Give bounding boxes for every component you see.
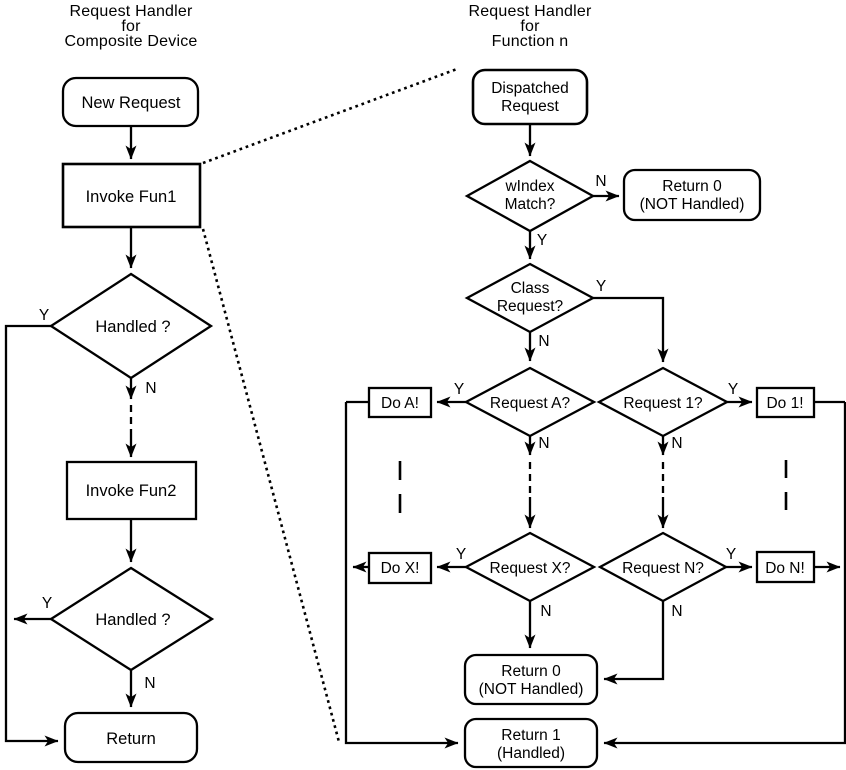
callout-dotted-line-top <box>202 67 458 165</box>
right-chart-title-line2: for <box>520 18 540 35</box>
branch-label-no: N <box>671 603 682 620</box>
node-dispatched-request-line1: Dispatched <box>491 80 569 97</box>
node-class-request-line2: Request? <box>497 298 564 315</box>
node-return0-bottom-line2: (NOT Handled) <box>479 681 584 698</box>
branch-label-no: N <box>538 435 549 452</box>
node-handled-1-label: Handled ? <box>95 318 170 336</box>
branch-label-no: N <box>671 435 682 452</box>
callout-dotted-line-bottom <box>201 228 341 743</box>
node-do-1 <box>755 386 816 419</box>
node-do-a <box>367 386 433 419</box>
branch-label-yes: Y <box>726 546 736 563</box>
edge-right-collector-to-return1 <box>603 402 846 749</box>
branch-label-yes: Y <box>596 278 606 295</box>
branch-label-yes: Y <box>728 381 738 398</box>
node-return1-line1: Return 1 <box>501 727 560 744</box>
branch-label-no: N <box>595 173 606 190</box>
node-request-n-label: Request N? <box>622 560 704 577</box>
node-dispatched-request-line2: Request <box>501 98 559 115</box>
node-handled-2-label: Handled ? <box>95 611 170 629</box>
edge-handled1-yes-to-return <box>4 324 59 747</box>
node-windex-match-line1: wIndex <box>504 178 554 195</box>
left-chart-title-line3: Composite Device <box>64 33 197 50</box>
node-do-x <box>367 551 433 585</box>
node-invoke-fun1 <box>61 162 202 229</box>
node-return1 <box>463 717 599 769</box>
node-request-1-label: Request 1? <box>623 395 703 412</box>
node-invoke-fun1-label: Invoke Fun1 <box>86 188 177 206</box>
node-do-a-label: Do A! <box>381 395 419 412</box>
branch-label-yes: Y <box>39 307 49 324</box>
node-request-a-label: Request A? <box>490 395 571 412</box>
node-windex-match-line2: Match? <box>505 196 556 213</box>
node-return1-line2: (Handled) <box>497 745 565 762</box>
left-chart: Request Handler for Composite Device New… <box>4 3 215 764</box>
right-chart-title-line1: Request Handler <box>468 3 592 20</box>
node-return0-bottom <box>463 653 599 706</box>
branch-label-yes: Y <box>454 381 464 398</box>
node-return0-top <box>622 168 762 222</box>
left-chart-title-line1: Request Handler <box>69 3 193 20</box>
node-dispatched-request <box>471 68 589 126</box>
right-chart-title-line3: Function n <box>492 33 569 50</box>
branch-label-yes: Y <box>537 232 547 249</box>
node-return0-top-line1: Return 0 <box>662 178 722 195</box>
edge-left-collector-to-return1 <box>344 402 459 749</box>
node-request-x-label: Request X? <box>490 560 571 577</box>
node-return-label: Return <box>106 730 156 748</box>
edge-class-yes-to-request1 <box>593 296 669 363</box>
branch-label-yes: Y <box>42 595 52 612</box>
node-invoke-fun2 <box>65 460 198 521</box>
node-class-request-line1: Class <box>511 280 550 297</box>
branch-label-no: N <box>540 603 551 620</box>
node-new-request-label: New Request <box>81 94 180 112</box>
branch-label-no: N <box>144 675 155 692</box>
right-chart: Request Handler for Function n Dispatche… <box>344 3 846 769</box>
edge-requestn-no-to-return0 <box>603 601 665 685</box>
node-invoke-fun2-label: Invoke Fun2 <box>86 482 177 500</box>
node-do-n-label: Do N! <box>765 560 805 577</box>
branch-label-no: N <box>145 380 156 397</box>
branch-label-no: N <box>538 333 549 350</box>
branch-label-yes: Y <box>456 546 466 563</box>
left-chart-title-line2: for <box>121 18 141 35</box>
node-do-n <box>755 550 816 584</box>
node-do-x-label: Do X! <box>381 560 420 577</box>
node-return0-top-line2: (NOT Handled) <box>640 196 745 213</box>
node-return0-bottom-line1: Return 0 <box>501 663 561 680</box>
node-do-1-label: Do 1! <box>766 395 803 412</box>
node-return <box>63 711 199 764</box>
